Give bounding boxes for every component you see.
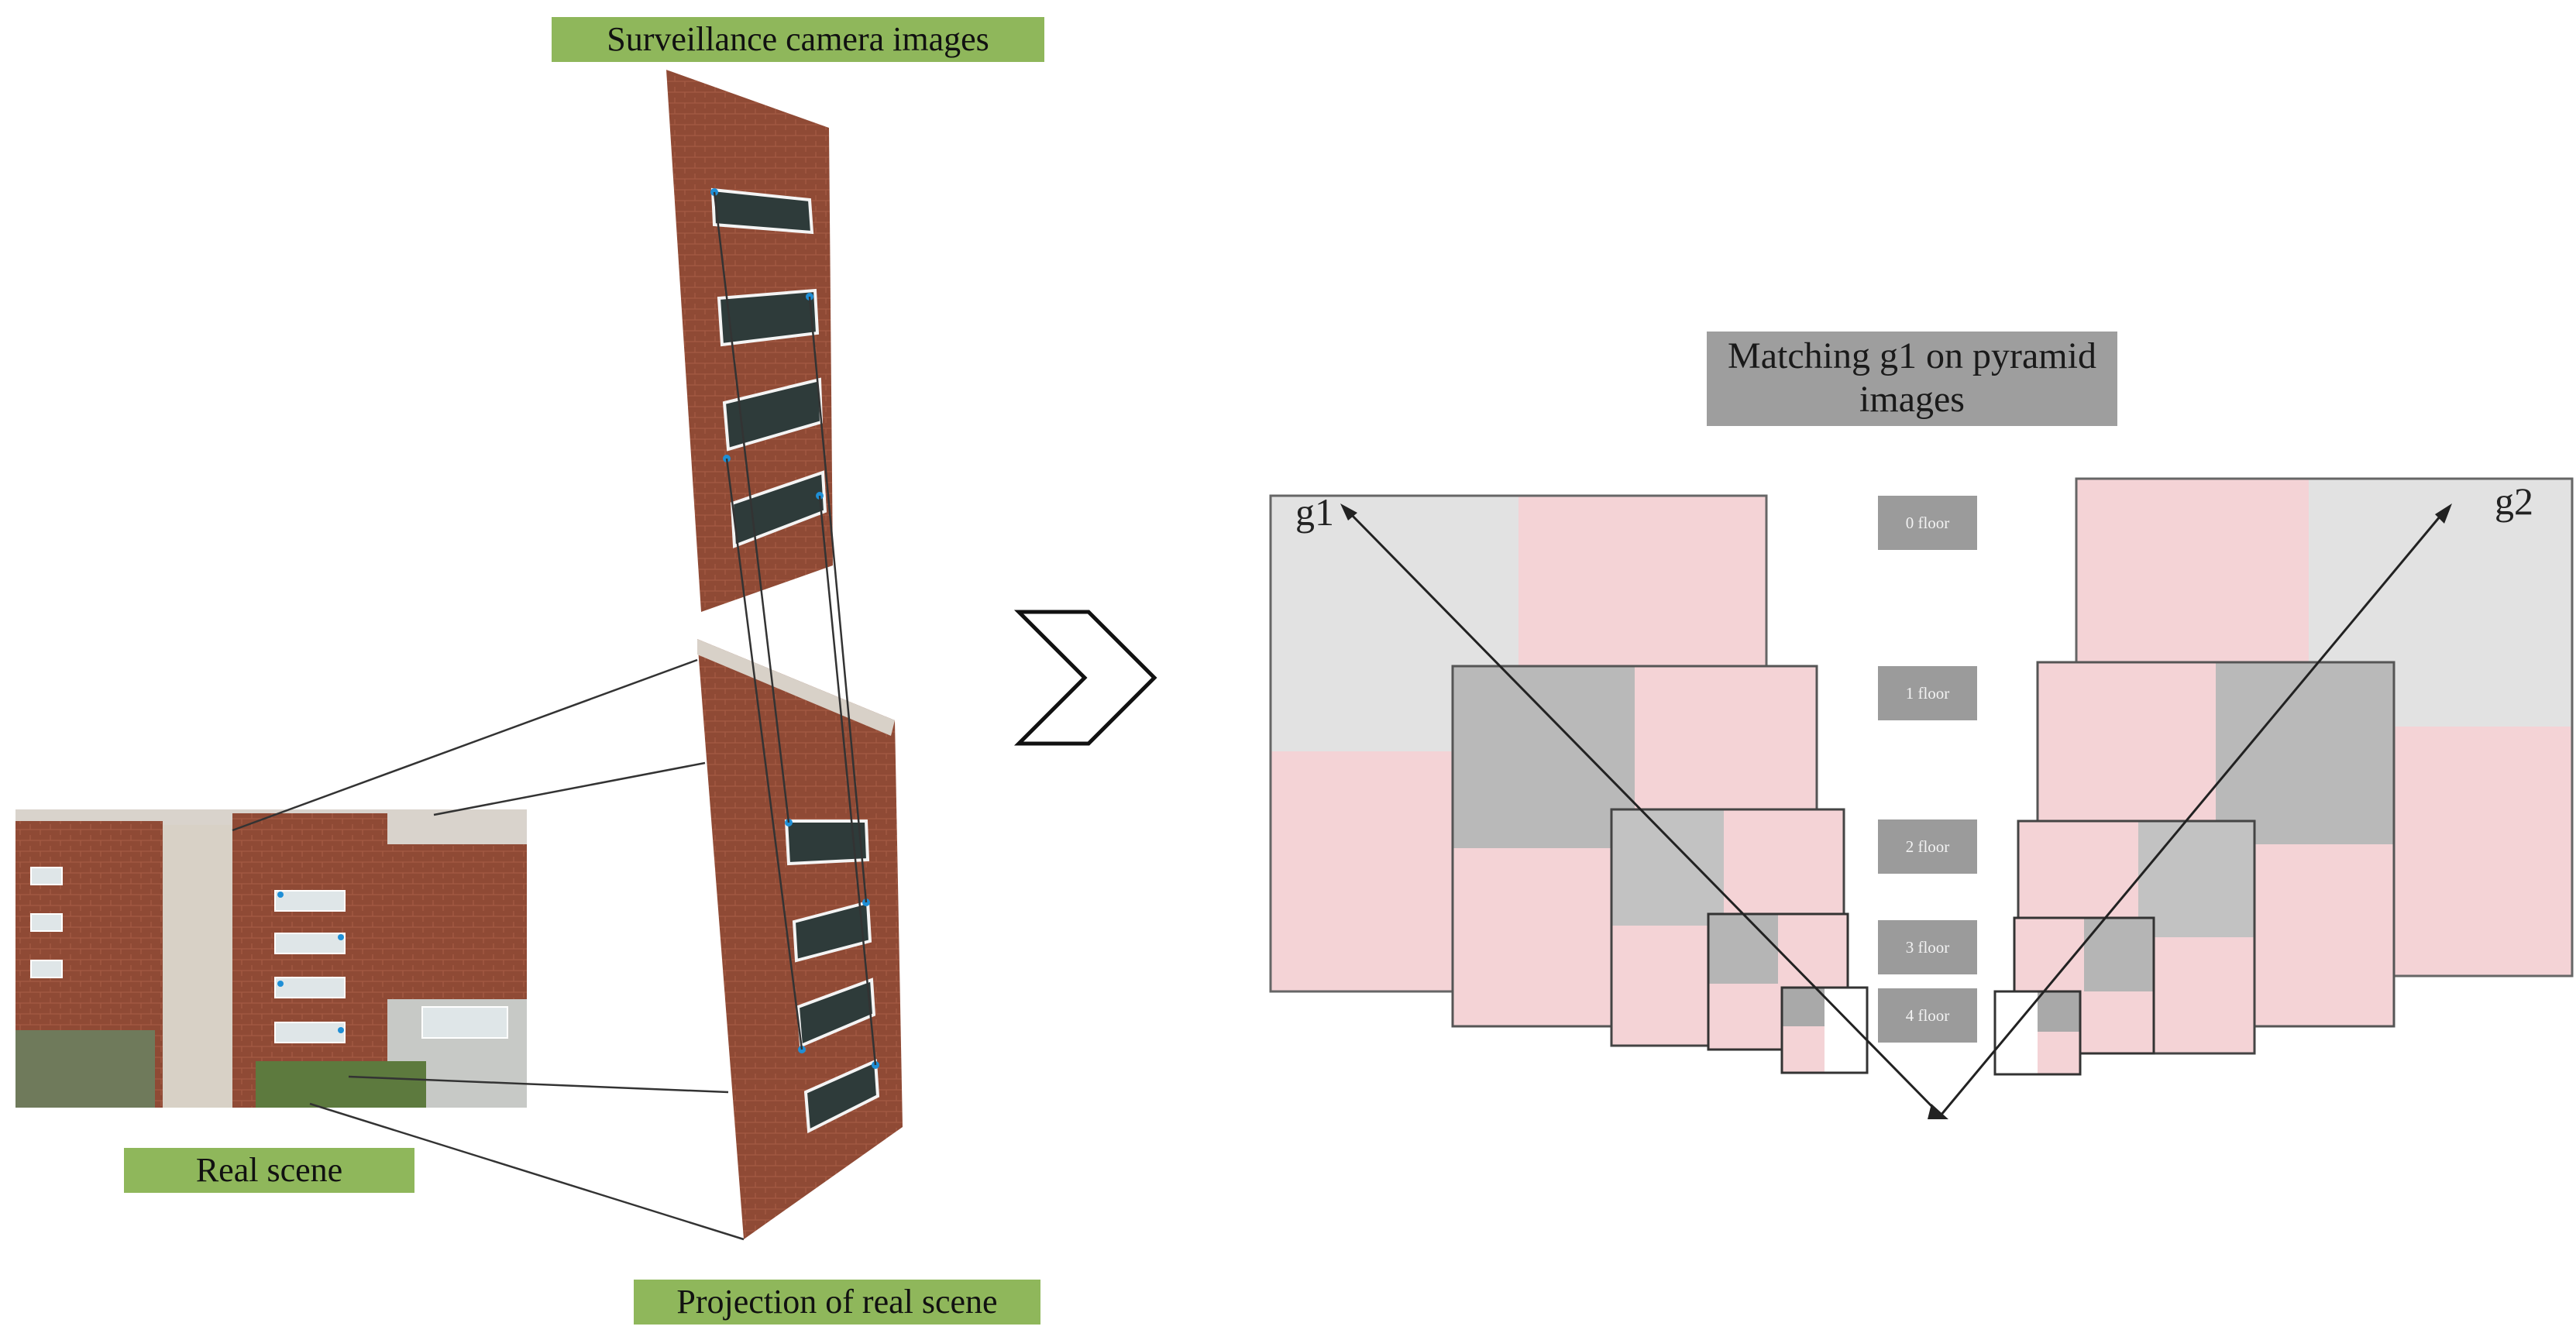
- floor-1-tag: 1 floor: [1878, 666, 1977, 720]
- floor-3-tag: 3 floor: [1878, 920, 1977, 974]
- right-pyramid: [1993, 477, 2574, 1076]
- floor-4-tag: 4 floor: [1878, 988, 1977, 1043]
- chevron-right-icon: [1013, 610, 1157, 746]
- real-scene-label: Real scene: [124, 1148, 414, 1193]
- g1-label: g1: [1295, 490, 1334, 534]
- matching-title: Matching g1 on pyramid images: [1707, 332, 2117, 426]
- camera-image-panel: [666, 70, 833, 612]
- floor-0-tag: 0 floor: [1878, 496, 1977, 550]
- left-pyramid: [1269, 494, 1869, 1074]
- camera-images-label: Surveillance camera images: [552, 17, 1044, 62]
- matching-path-lines: [1340, 503, 2452, 1119]
- projection-panel: [697, 639, 903, 1239]
- floor-2-tag: 2 floor: [1878, 819, 1977, 874]
- g2-label: g2: [2495, 479, 2533, 523]
- projection-label: Projection of real scene: [634, 1280, 1040, 1325]
- real-scene-photo: [15, 809, 527, 1108]
- correspondence-lines: [232, 191, 877, 1241]
